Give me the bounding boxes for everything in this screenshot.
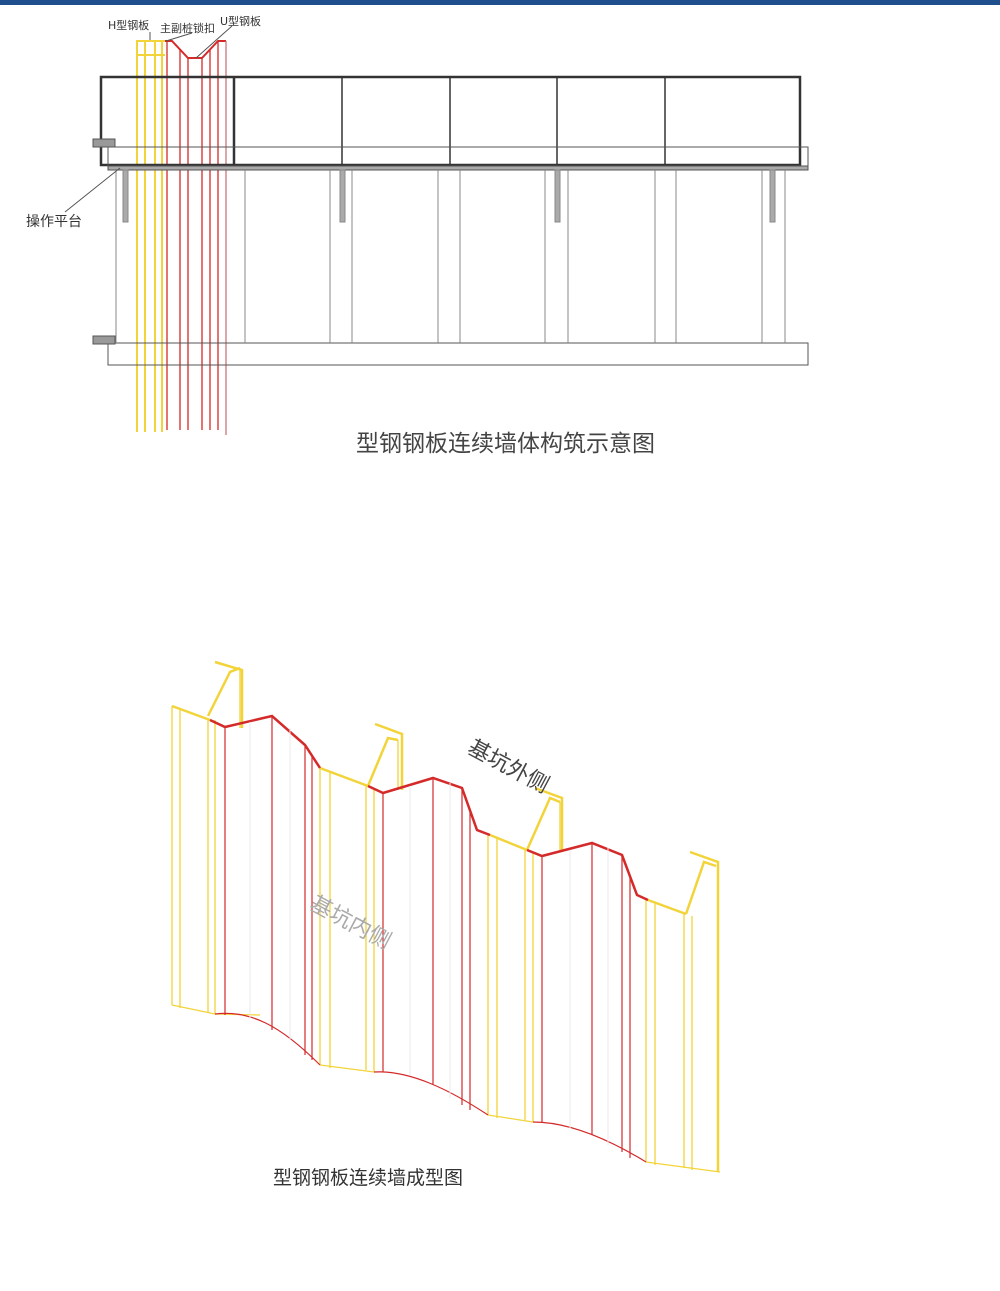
header-bar (0, 0, 1000, 5)
beams (92, 138, 809, 366)
label-u-sheet: U型钢板 (220, 15, 262, 28)
guide-frame (99, 75, 802, 167)
top-caption: 型钢钢板连续墙体构筑示意图 (356, 431, 655, 457)
u-sheet-pile (165, 40, 227, 435)
wall-isometric (171, 660, 721, 1173)
label-platform: 操作平台 (26, 214, 82, 230)
label-h-sheet: H型钢板 (108, 19, 150, 32)
h-sheet-pile (136, 40, 165, 432)
columns (115, 169, 786, 343)
construction-diagram (64, 25, 809, 435)
bottom-caption: 型钢钢板连续墙成型图 (273, 1167, 464, 1189)
label-interlock: 主副桩锁扣 (160, 22, 215, 35)
